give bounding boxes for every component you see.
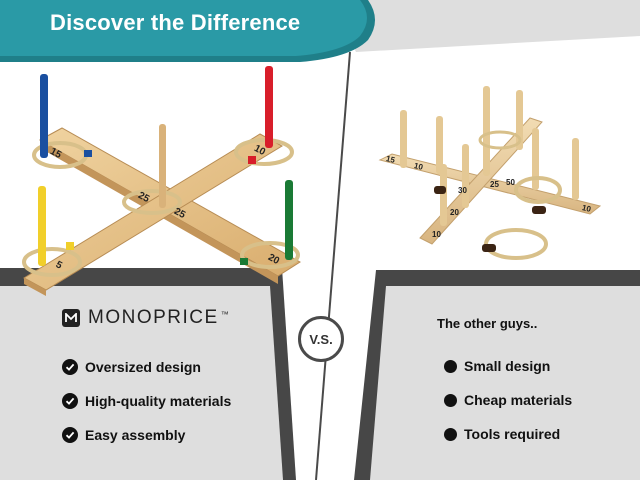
check-circle-icon — [62, 359, 78, 375]
check-circle-icon — [62, 427, 78, 443]
list-item: Cheap materials — [444, 383, 572, 417]
brand-trademark: ™ — [220, 309, 229, 319]
list-item: Oversized design — [62, 350, 231, 384]
check-circle-icon — [62, 393, 78, 409]
list-item: Easy assembly — [62, 418, 231, 452]
monoprice-ring-toss-image — [22, 66, 301, 296]
bullet-dot-icon — [444, 359, 457, 373]
small-ring-number-c: 30 — [458, 186, 467, 195]
small-ring-number-f: 25 — [490, 180, 499, 189]
list-item: Small design — [444, 349, 572, 383]
small-ring-number-d: 20 — [450, 208, 459, 217]
header-banner — [0, 0, 367, 56]
bullet-dot-icon — [444, 393, 457, 407]
monoprice-feature-list: Oversized design High-quality materials … — [62, 350, 231, 452]
small-ring-number-e: 10 — [432, 230, 441, 239]
feature-label: Cheap materials — [464, 392, 573, 408]
vs-badge: V.S. — [298, 316, 344, 362]
feature-label: Tools required — [464, 426, 561, 442]
list-item: High-quality materials — [62, 384, 231, 418]
list-item: Tools required — [444, 417, 572, 451]
other-ring-toss-image — [378, 86, 602, 260]
brand-name: MONOPRICE — [88, 307, 219, 328]
bullet-dot-icon — [444, 427, 457, 441]
brand-logo: MONOPRICE ™ — [62, 307, 229, 329]
monoprice-logo-icon — [62, 309, 80, 327]
small-ring-number-g: 50 — [506, 178, 515, 187]
center-divider-line — [315, 51, 351, 480]
other-guys-heading: The other guys.. — [437, 316, 538, 331]
feature-label: Small design — [464, 358, 551, 374]
feature-label: High-quality materials — [85, 393, 232, 409]
feature-label: Easy assembly — [85, 427, 186, 443]
page-title: Discover the Difference — [50, 10, 301, 35]
top-right-gray-wedge — [330, 0, 640, 52]
other-feature-list: Small design Cheap materials Tools requi… — [444, 349, 572, 451]
feature-label: Oversized design — [85, 359, 201, 375]
right-panel-gray — [370, 286, 640, 480]
